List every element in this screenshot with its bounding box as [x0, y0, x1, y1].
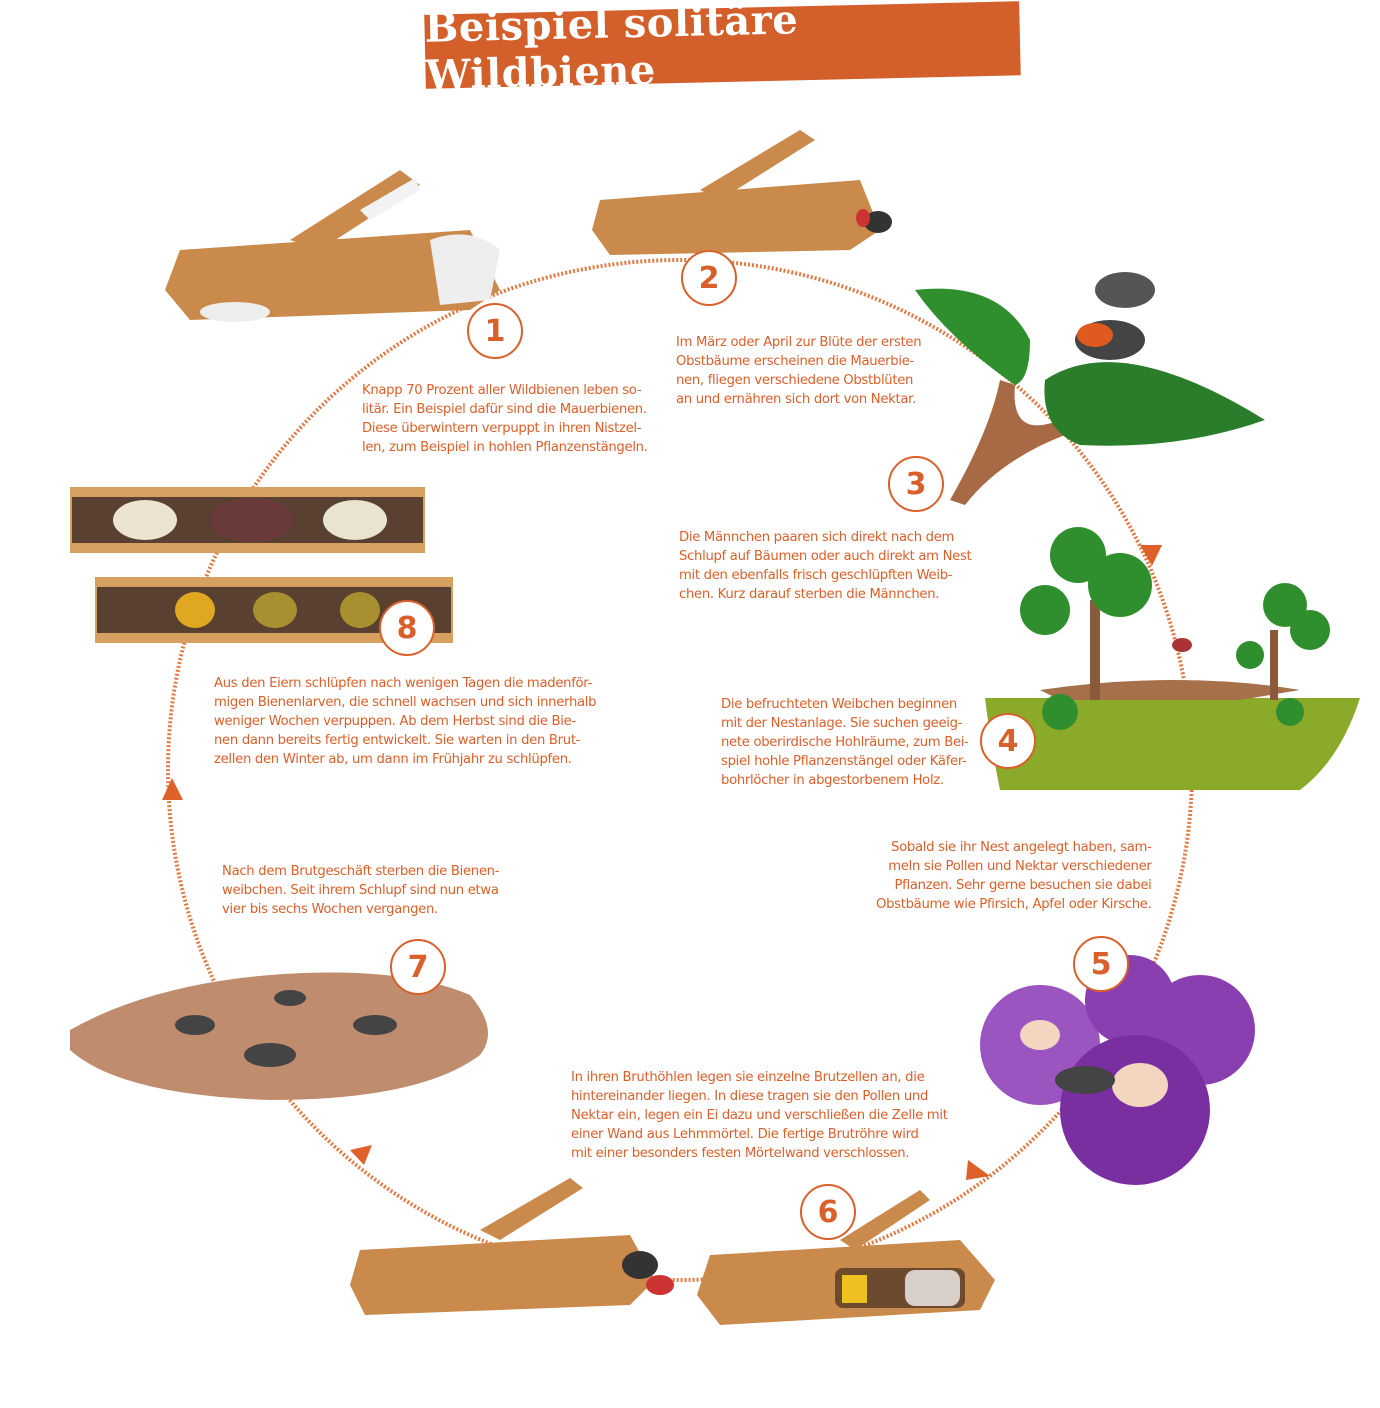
step-number-8: 8	[379, 600, 435, 656]
step-number-7: 7	[390, 939, 446, 995]
text-line: Nach dem Brutgeschäft sterben die Bienen…	[222, 864, 500, 879]
text-line: Schlupf auf Bäumen oder auch direkt am N…	[679, 549, 972, 564]
text-line: Aus den Eiern schlüpfen nach wenigen Tag…	[214, 676, 593, 691]
text-line: nen, fliegen verschiedene Obstblüten	[676, 373, 914, 388]
arrow-icon	[1140, 545, 1162, 566]
text-line: Die Männchen paaren sich direkt nach dem	[679, 530, 955, 545]
text-line: Die befruchteten Weibchen beginnen	[721, 697, 957, 712]
step-number-1: 1	[467, 303, 523, 359]
page-title: Beispiel solitäre Wildbiene	[424, 0, 1021, 99]
text-line: len, zum Beispiel in hohlen Pflanzenstän…	[362, 440, 648, 455]
branch-with-bees-illustration	[915, 272, 1265, 505]
step-text-8: Aus den Eiern schlüpfen nach wenigen Tag…	[214, 674, 597, 769]
log-with-bee-sealing-illustration	[350, 1178, 674, 1315]
step-number-3: 3	[888, 456, 944, 512]
text-line: meln sie Pollen und Nektar verschiedener	[888, 859, 1152, 874]
text-line: einer Wand aus Lehmmörtel. Die fertige B…	[571, 1127, 919, 1142]
text-line: hintereinander liegen. In diese tragen s…	[571, 1089, 929, 1104]
step-text-2: Im März oder April zur Blüte der ersten …	[676, 333, 922, 409]
step-text-7: Nach dem Brutgeschäft sterben die Bienen…	[222, 862, 499, 919]
text-line: nen dann bereits fertig entwickelt. Sie …	[214, 733, 581, 748]
text-line: mit den ebenfalls frisch geschlüpften We…	[679, 568, 953, 583]
step-text-3: Die Männchen paaren sich direkt nach dem…	[679, 528, 972, 604]
text-line: weibchen. Seit ihrem Schlupf sind nun et…	[222, 883, 499, 898]
text-line: Nektar ein, legen ein Ei dazu und versch…	[571, 1108, 948, 1123]
arrow-icon	[350, 1145, 372, 1165]
text-line: Diese überwintern verpuppt in ihren Nist…	[362, 421, 642, 436]
text-line: bohrlöcher in abgestorbenem Holz.	[721, 773, 944, 788]
text-line: mit der Nestanlage. Sie suchen geeig-	[721, 716, 963, 731]
log-with-snow-illustration	[165, 170, 500, 322]
text-line: Obstbäume erscheinen die Mauerbie-	[676, 354, 914, 369]
text-line: vier bis sechs Wochen vergangen.	[222, 902, 438, 917]
step-number-6: 6	[800, 1184, 856, 1240]
text-line: Knapp 70 Prozent aller Wildbienen leben …	[362, 383, 642, 398]
step-text-5: Sobald sie ihr Nest angelegt haben, sam-…	[876, 838, 1152, 914]
text-line: chen. Kurz darauf sterben die Männchen.	[679, 587, 940, 602]
text-line: Sobald sie ihr Nest angelegt haben, sam-	[891, 840, 1152, 855]
step-number-4: 4	[980, 713, 1036, 769]
text-line: Im März oder April zur Blüte der ersten	[676, 335, 922, 350]
text-line: In ihren Bruthöhlen legen sie einzelne B…	[571, 1070, 925, 1085]
step-number-2: 2	[681, 250, 737, 306]
text-line: Obstbäume wie Pfirsich, Apfel oder Kirsc…	[876, 897, 1152, 912]
text-line: spiel hohle Pflanzenstängel oder Käfer-	[721, 754, 967, 769]
text-line: weniger Wochen verpuppen. Ab dem Herbst …	[214, 714, 576, 729]
ground-with-dead-bees-illustration	[70, 972, 488, 1100]
log-with-brood-cells-illustration	[697, 1190, 995, 1325]
text-line: zellen den Winter ab, um dann im Frühjah…	[214, 752, 572, 767]
text-line: mit einer besonders festen Mörtelwand ve…	[571, 1146, 910, 1161]
step-number-5: 5	[1073, 936, 1129, 992]
text-line: nete oberirdische Hohlräume, zum Bei-	[721, 735, 969, 750]
arrow-icon	[162, 778, 183, 800]
text-line: Pflanzen. Sehr gerne besuchen sie dabei	[894, 878, 1152, 893]
log-with-bee-illustration	[592, 130, 892, 255]
text-line: an und ernähren sich dort von Nektar.	[676, 392, 916, 407]
meadow-with-trees-illustration	[985, 527, 1360, 790]
step-text-4: Die befruchteten Weibchen beginnen mit d…	[721, 695, 969, 790]
text-line: migen Bienenlarven, die schnell wachsen …	[214, 695, 597, 710]
title-text: Beispiel solitäre Wildbiene	[424, 0, 799, 99]
step-text-1: Knapp 70 Prozent aller Wildbienen leben …	[362, 381, 648, 457]
text-line: litär. Ein Beispiel dafür sind die Mauer…	[362, 402, 647, 417]
step-text-6: In ihren Bruthöhlen legen sie einzelne B…	[571, 1068, 948, 1163]
arrow-icon	[966, 1160, 990, 1180]
